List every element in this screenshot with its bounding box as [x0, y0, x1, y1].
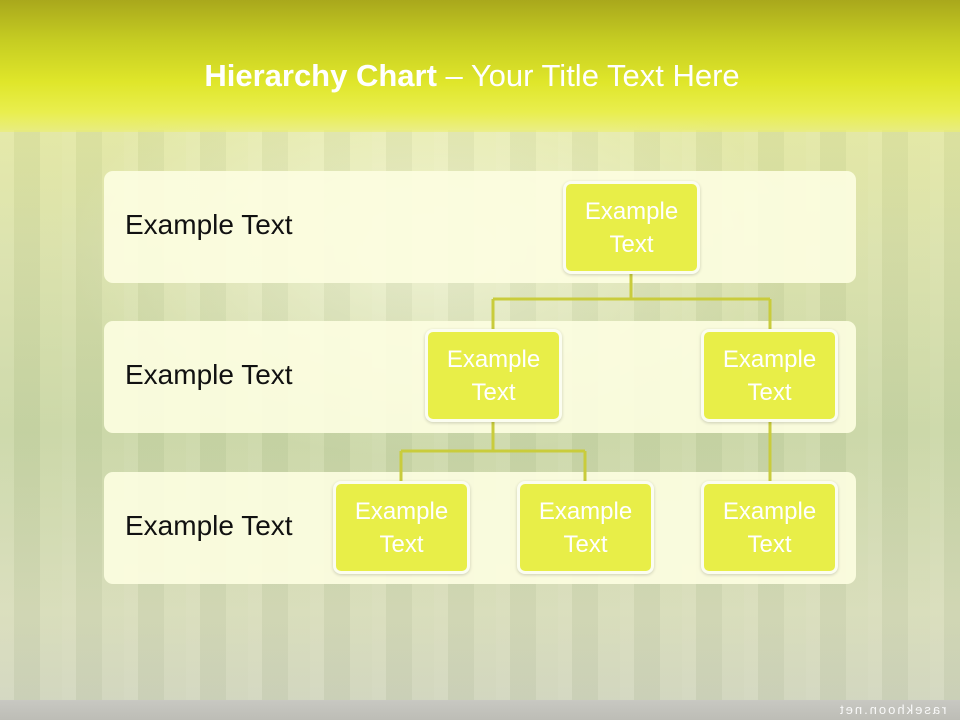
slide-title: Hierarchy Chart – Your Title Text Here [0, 56, 944, 96]
watermark: rasekhoon.net [837, 702, 946, 717]
node-level3-b: Example Text [517, 481, 654, 574]
node-level2-left-text: Example Text [446, 345, 541, 406]
node-level2-right-text: Example Text [722, 345, 817, 406]
node-level3-c-text: Example Text [722, 497, 817, 558]
node-level3-a-text: Example Text [354, 497, 449, 558]
title-bold: Hierarchy Chart [204, 58, 437, 93]
level-label-3: Example Text [125, 510, 293, 541]
node-level3-a: Example Text [333, 481, 470, 574]
node-root-text: Example Text [584, 197, 679, 258]
node-level3-b-text: Example Text [538, 497, 633, 558]
level-label-1: Example Text [125, 209, 293, 240]
level-band-1: Example Text [104, 171, 856, 283]
node-root: Example Text [563, 181, 700, 274]
node-level2-left: Example Text [425, 329, 562, 422]
node-level2-right: Example Text [701, 329, 838, 422]
node-level3-c: Example Text [701, 481, 838, 574]
title-rest: – Your Title Text Here [436, 58, 740, 93]
footer-bar [0, 700, 960, 720]
level-label-2: Example Text [125, 359, 293, 390]
title-banner [0, 0, 960, 132]
